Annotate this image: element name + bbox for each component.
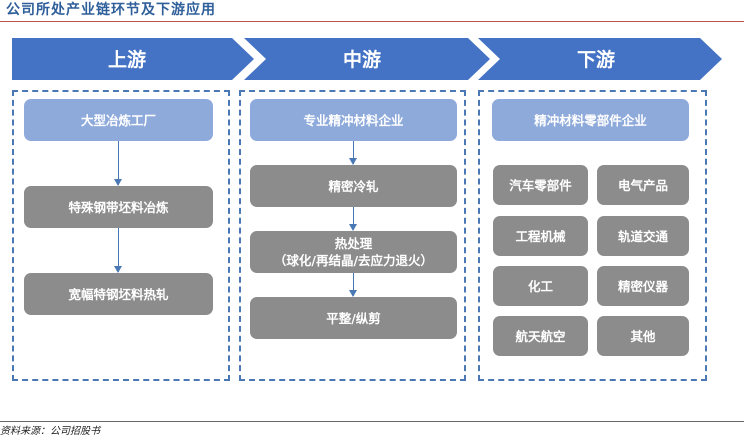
midstream-label: 中游 [342, 49, 381, 71]
upstream-step-1: 特殊钢带坯料冶炼 [24, 186, 213, 228]
midstream-arrow-2 [349, 207, 357, 231]
heat-treatment-detail: （球化/再结晶/去应力退火） [273, 253, 434, 268]
title-rule [0, 21, 744, 22]
upstream-label: 上游 [107, 49, 146, 71]
application-electrical: 电气产品 [597, 165, 689, 205]
midstream-step-1: 精密冷轧 [250, 165, 457, 207]
application-aerospace: 航天航空 [493, 316, 588, 356]
midstream-header-box: 专业精冲材料企业 [250, 99, 457, 141]
application-machinery: 工程机械 [493, 216, 588, 256]
stage-chevrons [12, 38, 722, 80]
upstream-step-2: 宽幅特钢坯料热轧 [24, 273, 213, 315]
downstream-chevron [478, 38, 722, 80]
upstream-panel [12, 90, 230, 381]
application-auto-parts: 汽车零部件 [493, 165, 588, 205]
midstream-panel [239, 90, 466, 381]
upstream-arrow-2 [114, 228, 122, 273]
midstream-step-2: 热处理 （球化/再结晶/去应力退火） [250, 231, 457, 273]
heat-treatment-label: 热处理 [334, 236, 373, 251]
source-note: 资料来源：公司招股书 [0, 426, 100, 437]
page-title: 公司所处产业链环节及下游应用 [6, 2, 216, 18]
downstream-header-box: 精冲材料零部件企业 [492, 99, 689, 141]
application-chemical: 化工 [493, 266, 588, 306]
midstream-chevron [244, 38, 490, 80]
midstream-step-3: 平整/纵剪 [250, 297, 457, 339]
midstream-arrow-3 [349, 273, 357, 297]
application-rail-transit: 轨道交通 [597, 216, 689, 256]
application-precision-instruments: 精密仪器 [597, 266, 689, 306]
downstream-label: 下游 [576, 49, 615, 71]
upstream-header-box: 大型冶炼工厂 [24, 99, 213, 141]
application-other: 其他 [597, 316, 689, 356]
upstream-arrow-1 [114, 141, 122, 186]
downstream-panel [478, 90, 707, 381]
midstream-arrow-1 [349, 141, 357, 165]
upstream-chevron [12, 38, 254, 80]
bottom-rule [0, 421, 744, 422]
